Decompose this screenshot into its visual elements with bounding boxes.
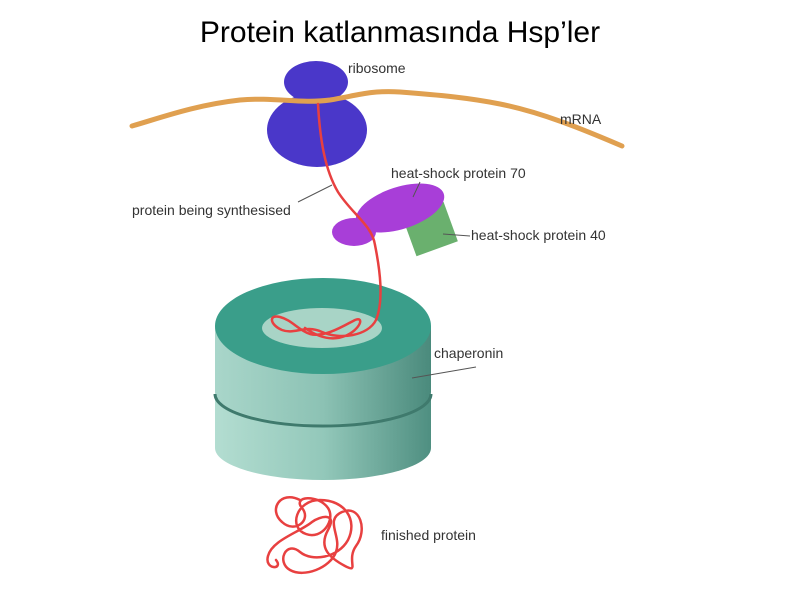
hsp40-leader xyxy=(442,233,471,237)
hsp70-leader xyxy=(412,181,421,198)
finished-protein xyxy=(266,496,363,575)
label-hsp70: heat-shock protein 70 xyxy=(391,165,526,181)
slide-title: Protein katlanmasında Hsp’ler xyxy=(199,16,601,49)
chaperonin-cavity xyxy=(262,308,382,348)
hsp70-shape xyxy=(355,183,445,233)
protein-chain xyxy=(270,102,382,340)
label-ribosome: ribosome xyxy=(348,60,406,76)
chaperonin-groove xyxy=(213,393,433,428)
label-mrna: mRNA xyxy=(560,111,602,127)
label-chaperonin: chaperonin xyxy=(434,345,503,361)
label-finished-protein: finished protein xyxy=(381,527,476,543)
label-hsp40: heat-shock protein 40 xyxy=(471,227,606,243)
protein-being-synthesised-leader xyxy=(297,184,333,203)
chaperonin-leader xyxy=(411,366,477,379)
label-protein-being-synthesised: protein being synthesised xyxy=(132,202,291,218)
ribosome-large-subunit xyxy=(267,93,367,167)
ribosome-small-subunit xyxy=(284,61,348,103)
mrna-strand xyxy=(129,89,625,149)
